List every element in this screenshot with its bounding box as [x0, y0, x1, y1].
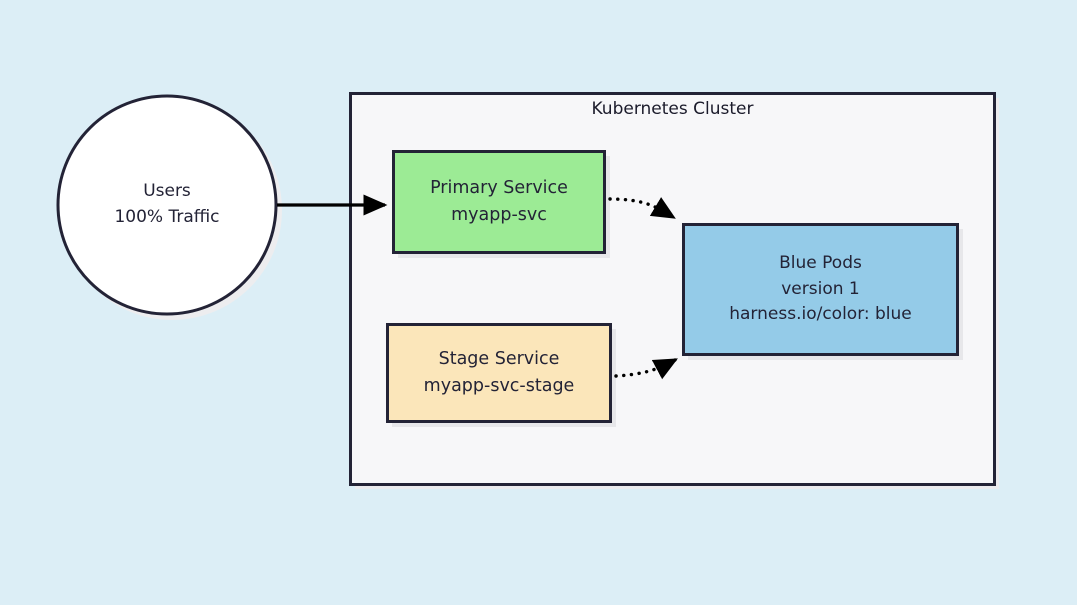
cluster-title: Kubernetes Cluster: [591, 99, 754, 119]
stage-service-box: [386, 323, 612, 423]
primary-service-box: [392, 150, 606, 254]
users-circle: [56, 94, 278, 316]
edge-primary-service-to-blue-pods: [608, 197, 676, 219]
blue-pods-box: [682, 223, 959, 356]
edge-stage-service-to-blue-pods: [614, 358, 678, 380]
